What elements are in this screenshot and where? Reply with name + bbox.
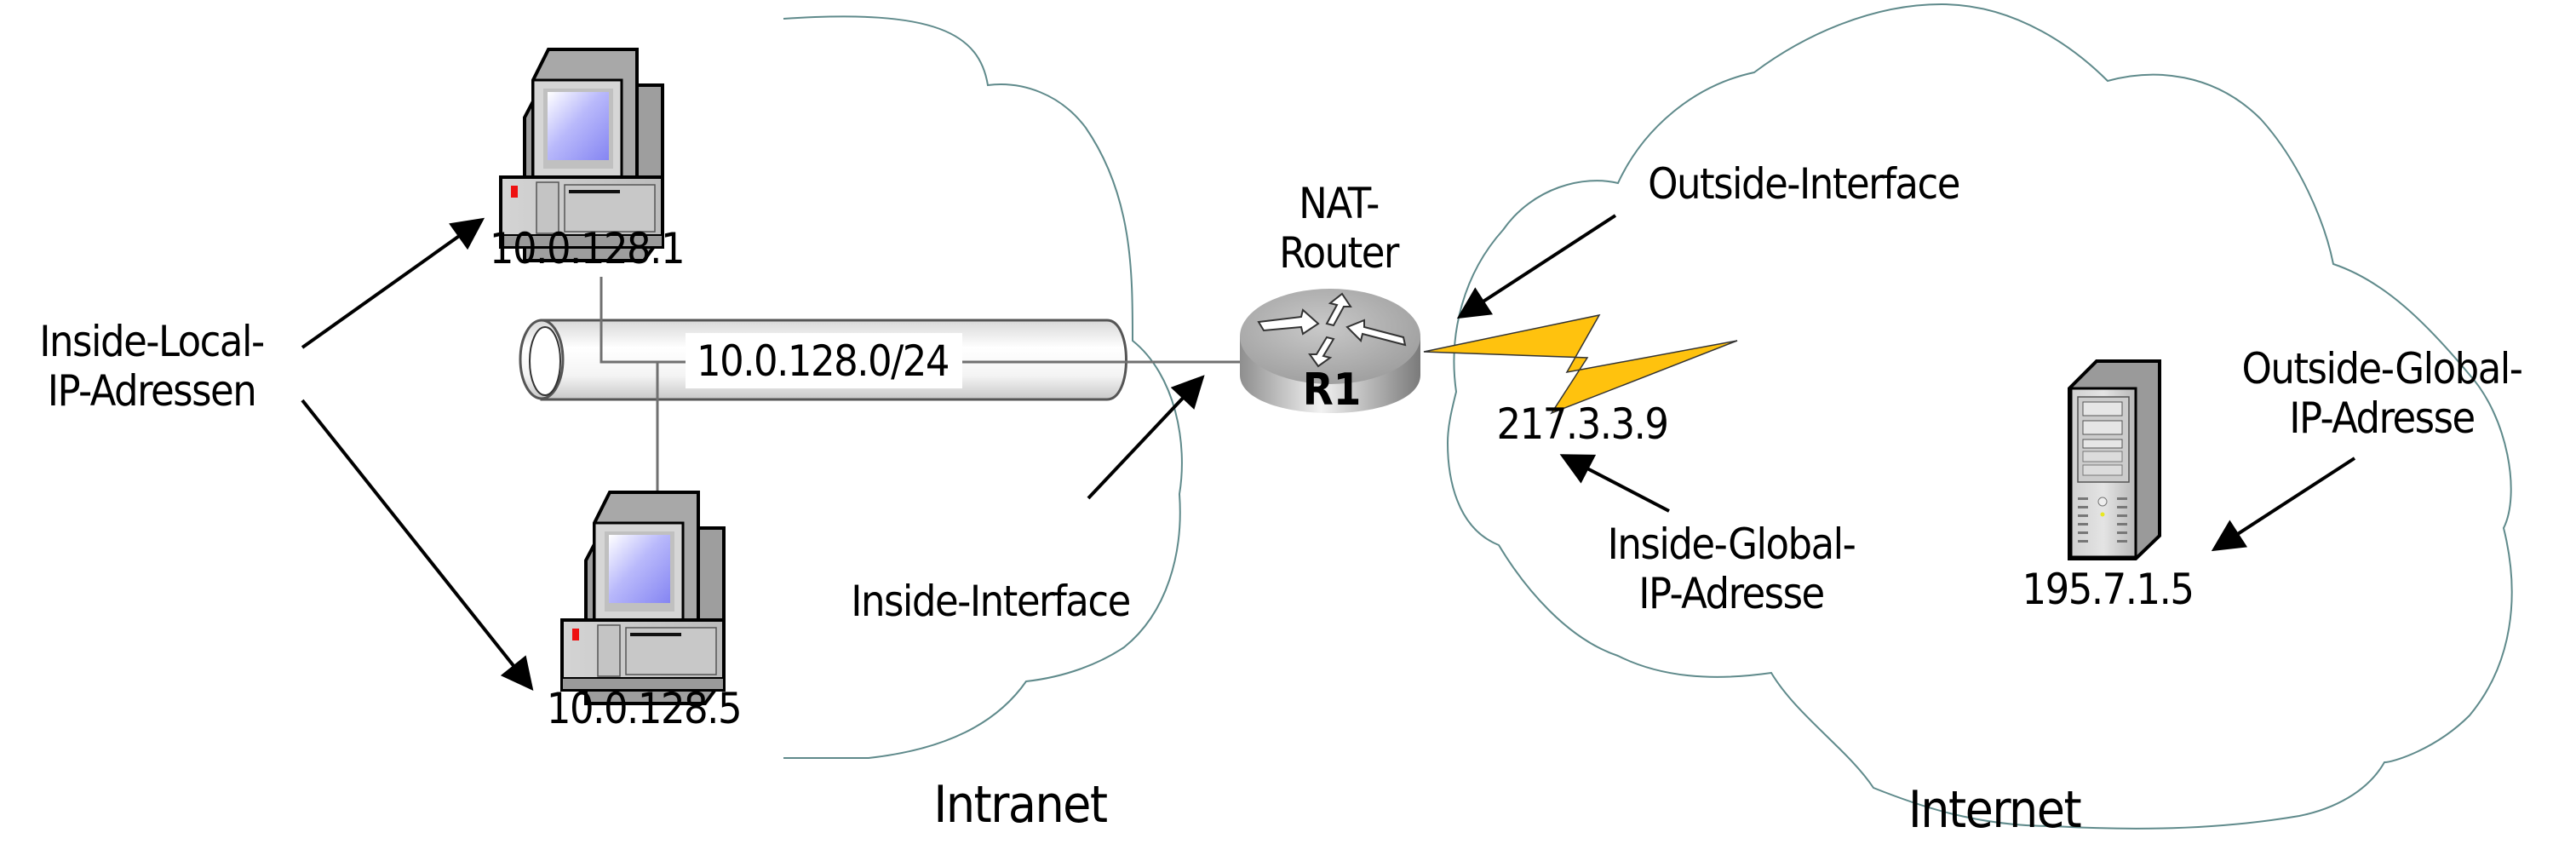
- arrow-inside-local-to-pc2: [301, 399, 534, 691]
- lan-tube-icon: [519, 319, 1127, 401]
- inside-global-line-1: Inside-Global-: [1607, 520, 1856, 569]
- arrow-inside-interface: [1087, 375, 1205, 500]
- lan-connections: [600, 277, 1243, 492]
- inside-local-label: Inside-Local- IP-Adressen: [39, 317, 265, 416]
- lan-subnet-label: 10.0.128.0/24: [696, 336, 950, 386]
- router-type-line-2: Router: [1279, 228, 1399, 278]
- inside-local-line-2: IP-Adressen: [47, 366, 257, 416]
- pc1-desktop-computer-icon[interactable]: [499, 48, 664, 262]
- pc2-ip-label: 10.0.128.5: [546, 684, 743, 733]
- internet-zone-label: Internet: [1908, 780, 2082, 841]
- inside-interface-label: Inside-Interface: [851, 577, 1131, 626]
- router-type-line-1: NAT-: [1299, 179, 1380, 228]
- pc2-desktop-computer-icon[interactable]: [560, 491, 726, 705]
- outside-global-line-1: Outside-Global-: [2241, 344, 2523, 393]
- outside-global-line-2: IP-Adresse: [2289, 393, 2476, 443]
- arrow-outside-global: [2211, 457, 2356, 552]
- arrow-inside-local-to-pc1: [301, 217, 485, 349]
- arrow-outside-interface: [1456, 214, 1617, 319]
- server-tower-server-icon[interactable]: [2068, 359, 2161, 560]
- router-name-label: R1: [1302, 364, 1362, 416]
- router-type-label: NAT- Router: [1279, 179, 1399, 278]
- inside-global-line-2: IP-Adresse: [1638, 569, 1825, 618]
- arrow-inside-global: [1559, 454, 1670, 513]
- internet-cloud: [1446, 3, 2513, 830]
- annotation-arrows: [301, 214, 2356, 691]
- wan-ip-label: 217.3.3.9: [1496, 399, 1669, 449]
- outside-interface-label: Outside-Interface: [1648, 159, 1960, 209]
- server-ip-label: 195.7.1.5: [2022, 565, 2194, 614]
- pc1-ip-label: 10.0.128.1: [489, 224, 686, 273]
- intranet-zone-label: Intranet: [933, 775, 1108, 836]
- wan-lightning-bolt-icon: [1423, 313, 1738, 415]
- outside-global-label: Outside-Global- IP-Adresse: [2241, 344, 2523, 443]
- inside-global-label: Inside-Global- IP-Adresse: [1608, 520, 1856, 618]
- inside-local-line-1: Inside-Local-: [39, 317, 265, 366]
- router-r1-icon[interactable]: [1240, 289, 1420, 413]
- intranet-cloud: [783, 15, 1183, 759]
